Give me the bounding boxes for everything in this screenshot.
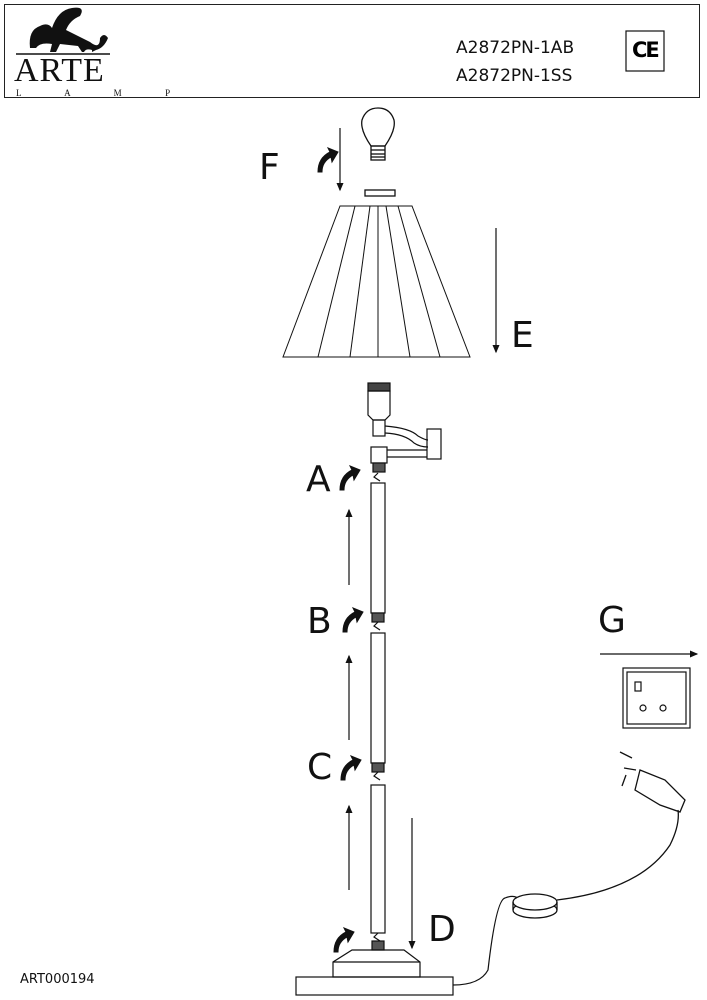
foot-switch-icon: [512, 809, 679, 919]
bulb-icon: [361, 107, 396, 197]
step-label-c: C: [307, 747, 333, 788]
lion-logo-icon: [29, 7, 108, 52]
pole-segments: [370, 472, 386, 951]
model-number-2: A2872PN-1SS: [456, 66, 573, 86]
pole-segment-a: [370, 482, 386, 614]
step-label-b: B: [307, 601, 332, 642]
brand-logo-subtext: L A M P: [16, 88, 184, 98]
plug-icon: [619, 751, 686, 813]
header-box: [4, 4, 700, 98]
brand-logo-text: ARTE: [14, 52, 105, 89]
pole-segment-c: [370, 784, 386, 934]
model-number-1: A2872PN-1AB: [456, 38, 575, 58]
step-label-g: G: [598, 600, 626, 641]
lampholder-arm: [367, 382, 442, 473]
document-code: ART000194: [20, 972, 95, 987]
pole-segment-b: [370, 632, 386, 764]
lamp-shade: [282, 205, 471, 358]
step-label-a: A: [306, 459, 331, 500]
wall-socket-icon: [622, 667, 691, 729]
lamp-base: [295, 895, 521, 996]
ce-mark: CE: [632, 38, 660, 62]
step-label-e: E: [511, 315, 534, 356]
rotate-arrow-icons: [317, 147, 364, 953]
ce-box: [625, 30, 665, 72]
step-label-d: D: [428, 909, 456, 950]
direction-arrows: [336, 128, 699, 950]
step-label-f: F: [259, 147, 280, 188]
